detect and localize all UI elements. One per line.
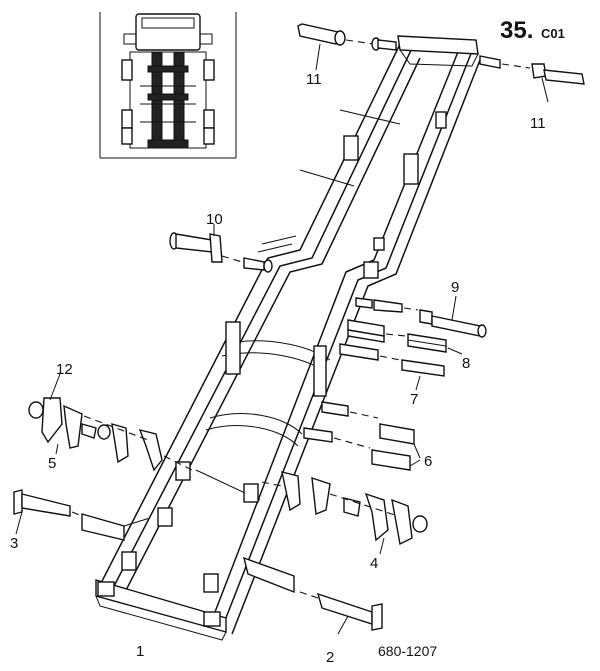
part-2-bracket (243, 556, 383, 635)
part-3-bracket (13, 489, 151, 541)
callout-11-right: 11 (530, 115, 546, 132)
chassis-frame (95, 35, 481, 641)
callout-6: 6 (424, 453, 432, 470)
callout-10: 10 (206, 211, 223, 228)
part-4-spring-bracket-assembly (261, 471, 428, 555)
callout-12: 12 (56, 361, 73, 378)
frame-right-rail (209, 41, 463, 626)
section-number: 35. (500, 17, 533, 44)
part-5-spring-bracket-assembly (28, 373, 193, 472)
callout-3: 3 (10, 535, 18, 552)
part-11-rear-pin-right (479, 55, 585, 103)
vehicle-location-inset (99, 12, 237, 159)
callout-11-left: 11 (306, 71, 322, 88)
callout-2: 2 (326, 649, 334, 666)
part-8-shim-pack (347, 319, 463, 355)
part-6-plates (303, 401, 421, 471)
section-suffix: C01 (541, 26, 565, 41)
section-header: 35. C01 (500, 17, 565, 44)
part-11-rear-pin-left (297, 23, 397, 71)
part-10-pin (169, 224, 273, 273)
part-9-pin (355, 295, 487, 338)
callout-1: 1 (136, 643, 144, 660)
reference-code: 680-1207 (378, 643, 437, 659)
part-7-strip (339, 343, 445, 391)
callout-5: 5 (48, 455, 56, 472)
callout-4: 4 (370, 555, 378, 572)
callout-labels: 1 2 3 4 5 6 7 8 9 10 11 11 12 (10, 71, 546, 666)
callout-8: 8 (462, 355, 470, 372)
callout-9: 9 (451, 279, 459, 296)
callout-7: 7 (410, 391, 418, 408)
